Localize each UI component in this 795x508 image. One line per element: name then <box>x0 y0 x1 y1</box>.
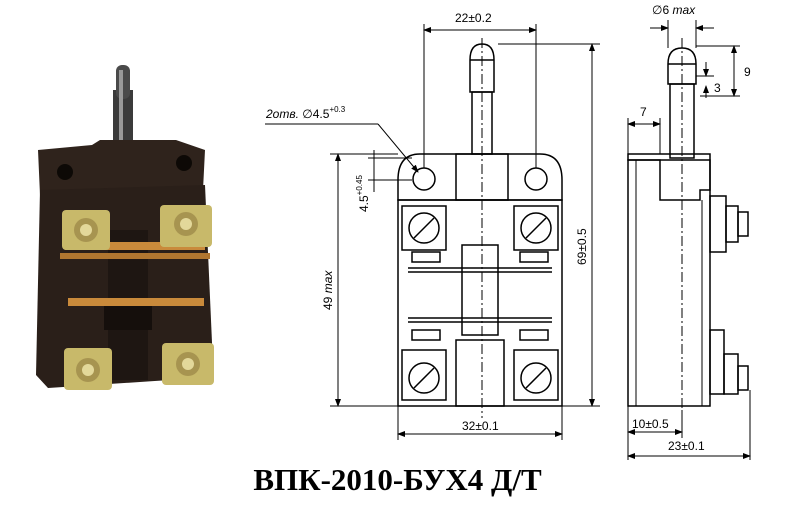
hole-offset-tol: +0.45 <box>355 175 364 196</box>
switch-photo <box>36 65 214 390</box>
terminal-top-left <box>62 210 110 250</box>
dim-23: 23±0.1 <box>668 439 705 453</box>
dim-69: 69±0.5 <box>575 228 589 265</box>
holes-label: 2отв. <box>265 107 299 121</box>
body-height-unit: max <box>321 270 335 294</box>
dim-7: 7 <box>640 105 647 119</box>
technical-drawing: 22±0.2 2отв. ∅4.5+0.3 4.5+0.45 49 max 69… <box>265 3 751 460</box>
front-view <box>397 43 563 407</box>
dim-22: 22±0.2 <box>455 11 492 25</box>
svg-text:2отв. ∅4.5+0.3: 2отв. ∅4.5+0.3 <box>265 105 346 121</box>
terminal-top-right <box>160 205 212 247</box>
dim-3: 3 <box>714 81 721 95</box>
body-height: 49 <box>321 296 335 310</box>
holes-tol: +0.3 <box>329 105 345 114</box>
terminal-bottom-right <box>162 343 214 385</box>
svg-text:4.5+0.45: 4.5+0.45 <box>355 175 371 212</box>
side-view <box>627 47 749 407</box>
dim-32: 32±0.1 <box>462 419 499 433</box>
front-dimension-lines <box>265 24 600 440</box>
plunger-dia: ∅6 <box>652 3 669 17</box>
side-dimension-lines <box>627 20 751 460</box>
svg-text:49 max: 49 max <box>321 270 335 310</box>
holes-dia: ∅4.5 <box>302 107 329 121</box>
svg-text:∅6 max: ∅6 max <box>652 3 696 17</box>
dim-9: 9 <box>744 65 751 79</box>
product-title: ВПК-2010-БУХ4 Д/Т <box>253 462 542 497</box>
hole-offset: 4.5 <box>357 195 371 212</box>
dim-10: 10±0.5 <box>632 417 669 431</box>
switch-flange <box>38 140 205 195</box>
plunger-dia-unit: max <box>672 3 696 17</box>
terminal-bottom-left <box>64 348 112 390</box>
